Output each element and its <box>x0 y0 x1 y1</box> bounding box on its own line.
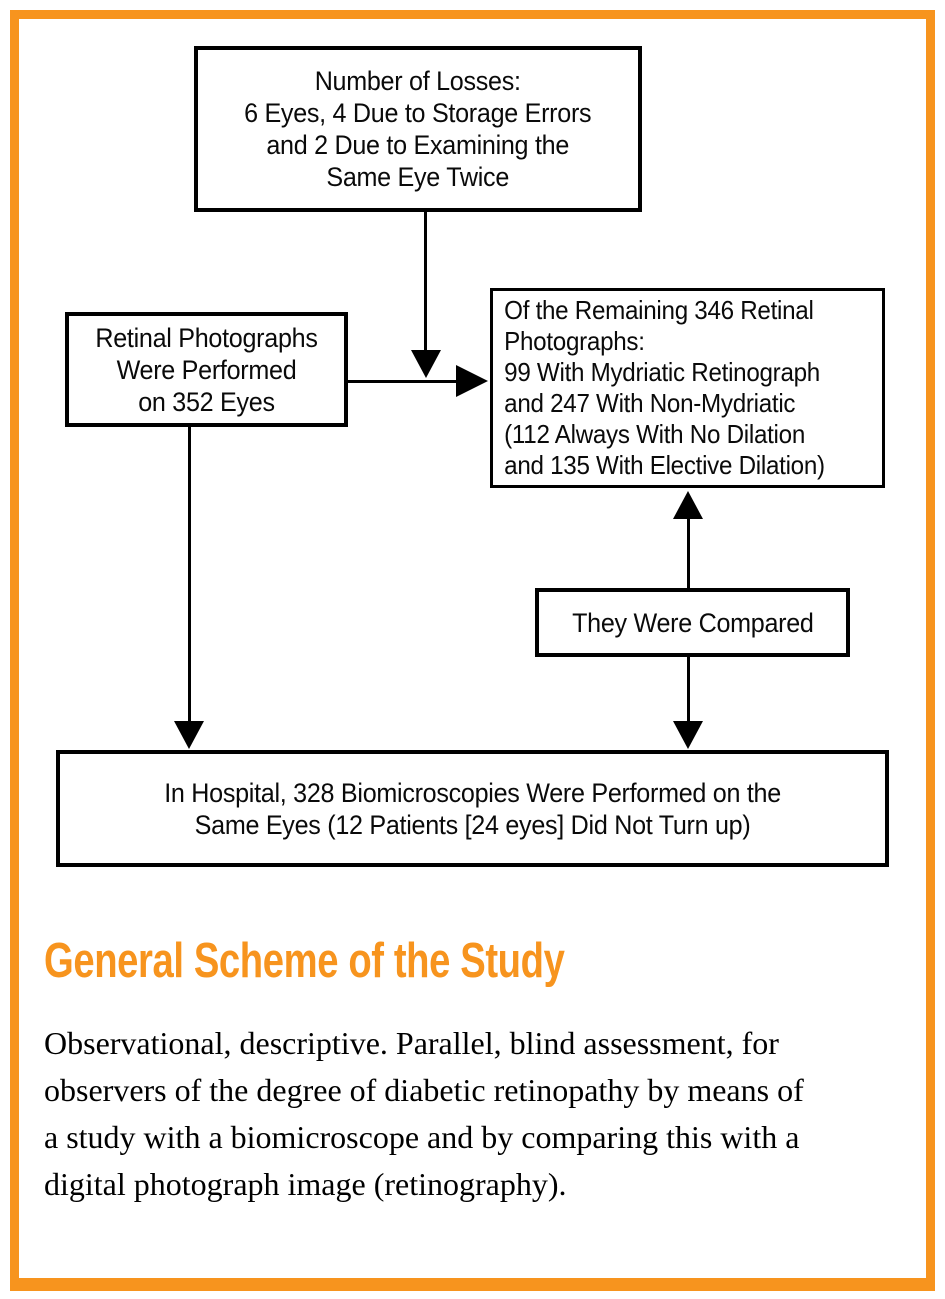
box-hospital-line: Same Eyes (12 Patients [24 eyes] Did Not… <box>194 809 751 840</box>
arrow-compared-up-line <box>687 517 690 588</box>
figure-caption: Observational, descriptive. Parallel, bl… <box>44 1020 924 1208</box>
box-remaining-photographs: Of the Remaining 346 Retinal Photographs… <box>490 288 885 488</box>
box-retinal-line: Retinal Photographs <box>95 322 318 353</box>
box-losses-line: 6 Eyes, 4 Due to Storage Errors <box>244 98 592 128</box>
box-remaining-line: (112 Always With No Dilation <box>504 419 805 449</box>
box-number-of-losses: Number of Losses: 6 Eyes, 4 Due to Stora… <box>194 46 642 212</box>
box-remaining-text: Of the Remaining 346 Retinal Photographs… <box>493 295 825 481</box>
box-remaining-line: 99 With Mydriatic Retinograph <box>504 357 820 387</box>
arrow-compared-down-head-icon <box>673 721 703 749</box>
figure-title: General Scheme of the Study <box>44 934 565 988</box>
box-losses-text: Number of Losses: 6 Eyes, 4 Due to Stora… <box>244 65 592 193</box>
box-remaining-line: Of the Remaining 346 Retinal <box>504 295 814 325</box>
box-losses-line: and 2 Due to Examining the <box>266 130 570 160</box>
box-remaining-line: and 135 With Elective Dilation) <box>504 450 825 480</box>
arrow-retinal-right-line <box>348 380 458 383</box>
caption-line: a study with a biomicroscope and by comp… <box>44 1119 800 1155</box>
box-retinal-line: Were Performed <box>116 354 297 385</box>
caption-line: Observational, descriptive. Parallel, bl… <box>44 1025 779 1061</box>
caption-line: observers of the degree of diabetic reti… <box>44 1072 804 1108</box>
box-losses-line: Same Eye Twice <box>326 162 510 192</box>
box-compared-text: They Were Compared <box>571 607 814 638</box>
box-remaining-line: Photographs: <box>504 326 645 356</box>
arrow-retinal-down-head-icon <box>174 721 204 749</box>
arrow-retinal-right-head-icon <box>456 365 488 397</box>
box-losses-line: Number of Losses: <box>314 66 521 96</box>
arrow-compared-down-line <box>687 657 690 723</box>
box-retinal-text: Retinal Photographs Were Performed on 35… <box>95 322 318 418</box>
arrow-compared-up-head-icon <box>673 491 703 519</box>
box-hospital-line: In Hospital, 328 Biomicroscopies Were Pe… <box>164 777 781 808</box>
box-they-were-compared: They Were Compared <box>535 588 850 657</box>
arrow-retinal-down-line <box>188 427 191 723</box>
box-hospital-text: In Hospital, 328 Biomicroscopies Were Pe… <box>164 777 781 841</box>
box-retinal-line: on 352 Eyes <box>138 386 275 417</box>
arrow-losses-down-line <box>424 212 427 352</box>
caption-line: digital photograph image (retinography). <box>44 1166 567 1202</box>
box-remaining-line: and 247 With Non-Mydriatic <box>504 388 796 418</box>
box-biomicroscopies: In Hospital, 328 Biomicroscopies Were Pe… <box>56 750 889 867</box>
box-retinal-photographs: Retinal Photographs Were Performed on 35… <box>65 312 348 427</box>
arrow-losses-down-head-icon <box>411 350 441 378</box>
